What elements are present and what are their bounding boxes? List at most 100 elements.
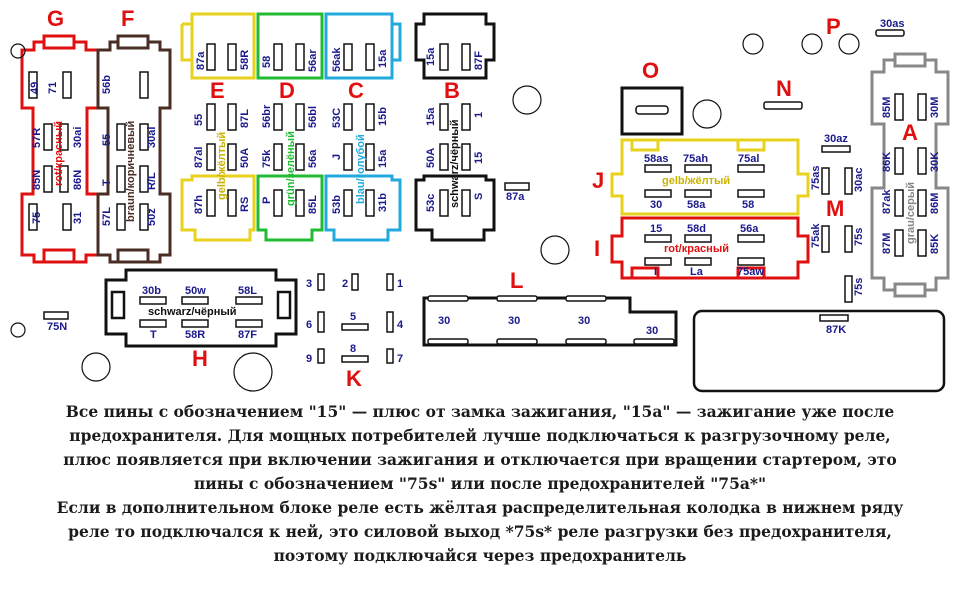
pin-D-85L: 85L: [307, 195, 319, 214]
svg-text:J: J: [592, 168, 604, 193]
relay-F-pins: 56b 55 30al T R/L 57L 50z: [101, 71, 158, 231]
svg-text:M: M: [826, 196, 844, 221]
pin-J-58a: 58a: [687, 199, 706, 211]
relay-block-diagram: G 49 71 57R 30ai 85N 86N 75 31 rot/красн…: [10, 6, 950, 393]
k-slot-7: 7: [397, 353, 403, 365]
pin-J-58as: 58as: [644, 153, 668, 165]
svg-text:O: O: [642, 58, 659, 83]
relay-J: J 58as 75ah 75al 30 58a 58 gelb/жёлтый: [592, 138, 810, 216]
pin-D-56a: 56a: [307, 149, 319, 168]
relay-B-color-label: schwarz/чёрный: [449, 120, 461, 209]
relay-E-letter: E: [210, 78, 225, 103]
pin-30as: 30as: [880, 18, 904, 30]
pin-F-55: 55: [101, 134, 113, 146]
svg-text:N: N: [776, 76, 792, 101]
pin-J-58: 58: [742, 199, 754, 211]
k-slot-3: 3: [306, 278, 312, 290]
pin-A-86M: 86M: [929, 193, 941, 214]
relay-F: F 56b 55 30al T R/L 57L 50z braun/коричн…: [96, 6, 172, 264]
pin-75s-a: 75s: [853, 228, 865, 246]
l-pin-1: 30: [438, 315, 450, 327]
pin-A-86K: 86K: [881, 152, 893, 172]
block-L: L 30 30 30 30: [422, 268, 678, 347]
relay-G-color-label: rot/красный: [53, 121, 65, 186]
svg-text:P: P: [826, 14, 841, 39]
relay-I-pins: 15 58d 56a I La 75aw: [644, 223, 765, 278]
pin-group-M: M 30az 75as 30ac 75ak 75s 75s: [810, 133, 865, 303]
k-slot-9: 9: [306, 353, 312, 365]
pin-B-S: S: [473, 193, 485, 200]
note-line-5: Если в дополнительном блоке реле есть жё…: [56, 498, 904, 517]
relay-A-color-label: grau/серый: [905, 182, 917, 244]
relay-D-color-label: grün/зелёный: [285, 131, 297, 206]
relay-B: B 15a 87F 15a 1 50A 15 53c S schwarz/чёр…: [414, 12, 496, 242]
relay-B-letter: B: [444, 78, 460, 103]
pin-J-75al: 75al: [738, 153, 759, 165]
l-pin-3: 30: [578, 315, 590, 327]
pin-A-30K: 30K: [929, 152, 941, 172]
pin-C-15b: 15b: [377, 107, 389, 126]
pin-F-30al: 30al: [146, 127, 158, 148]
pin-C-15a: 15a: [377, 49, 389, 68]
pin-D-P: P: [261, 197, 273, 204]
relay-F-color-label: braun/коричневый: [125, 121, 137, 222]
pin-B-87F: 87F: [473, 51, 485, 70]
pin-G-86N: 86N: [72, 170, 84, 190]
pin-C-31b: 31b: [377, 193, 389, 212]
pin-G-57R: 57R: [31, 128, 43, 148]
relay-D-pins: 58 56ar 56br 56bl 75k 56a P 85L: [261, 43, 319, 217]
note-line-4: пины с обозначением "75s" или после пред…: [193, 474, 767, 493]
pin-E-58R: 58R: [239, 50, 251, 70]
relay-H: H 30b 50w 58L T 58R 87F schwarz/чёрный: [104, 268, 298, 371]
l-pin-4: 30: [646, 325, 658, 337]
pin-A-30M: 30M: [929, 97, 941, 118]
pin-E-87al: 87al: [193, 147, 205, 168]
fuse-O: O: [620, 58, 684, 136]
pin-B-15: 15: [473, 152, 485, 164]
svg-text:75N: 75N: [47, 321, 67, 333]
pin-G-71: 71: [47, 82, 59, 94]
pin-B-1: 1: [473, 112, 485, 118]
svg-text:L: L: [510, 268, 523, 293]
note-line-3: плюс появляется при включении зажигания …: [63, 450, 897, 469]
mounting-holes: [10, 33, 860, 392]
relay-F-letter: F: [121, 6, 134, 31]
pin-D-58: 58: [261, 56, 273, 68]
pin-H-58R: 58R: [185, 329, 205, 341]
pin-D-56bl: 56bl: [307, 106, 319, 128]
pin-J-30: 30: [650, 199, 662, 211]
relay-D-letter: D: [279, 78, 295, 103]
relay-J-color-label: gelb/жёлтый: [662, 175, 730, 187]
pin-E-RS: RS: [239, 197, 251, 212]
pin-F-57L: 57L: [101, 207, 113, 226]
svg-text:I: I: [594, 236, 600, 261]
pin-87K: 87K: [826, 324, 846, 336]
pin-D-75k: 75k: [261, 149, 273, 168]
pin-G-85N: 85N: [31, 170, 43, 190]
pin-E-50A: 50A: [239, 148, 251, 168]
relay-E: E 87a 58R 55 87L 87al 50A 87h RS gelb/жё…: [180, 12, 256, 242]
pin-I-58d: 58d: [687, 223, 706, 235]
pin-H-50w: 50w: [185, 285, 206, 297]
pin-N: N: [763, 76, 803, 110]
relay-E-color-label: gelb/жёлтый: [216, 132, 228, 200]
svg-text:87a: 87a: [506, 191, 525, 203]
note-line-6: реле то подключался к ней, это силовой в…: [68, 522, 892, 541]
relay-C-letter: C: [348, 78, 364, 103]
pin-75ak: 75ak: [810, 223, 822, 248]
relay-D: D 58 56ar 56br 56bl 75k 56a P 85L grün/з…: [256, 12, 324, 242]
relay-C-pins: 56ak 15a 53C 15b J 15a 53b 31b: [331, 43, 389, 217]
k-slot-2: 2: [342, 278, 348, 290]
explanation-note: Все пины с обозначением "15" — плюс от з…: [0, 400, 960, 596]
pin-J-75ah: 75ah: [683, 153, 708, 165]
note-line-2: предохранителя. Для мощных потребителей …: [69, 426, 891, 445]
pin-87a-standalone: 87a: [504, 182, 530, 203]
relay-G: G 49 71 57R 30ai 85N 86N 75 31 rot/красн…: [20, 6, 100, 264]
pin-E-55: 55: [193, 114, 205, 126]
pin-H-58L: 58L: [238, 285, 257, 297]
relay-G-letter: G: [47, 6, 64, 31]
pin-F-56b: 56b: [101, 75, 113, 94]
relay-A: A 85M 30M 86K 30K 87ak 86M 87M 85K grau/…: [870, 52, 950, 298]
note-line-1: Все пины с обозначением "15" — плюс от з…: [65, 402, 895, 421]
pin-F-50z: 50z: [146, 208, 158, 226]
